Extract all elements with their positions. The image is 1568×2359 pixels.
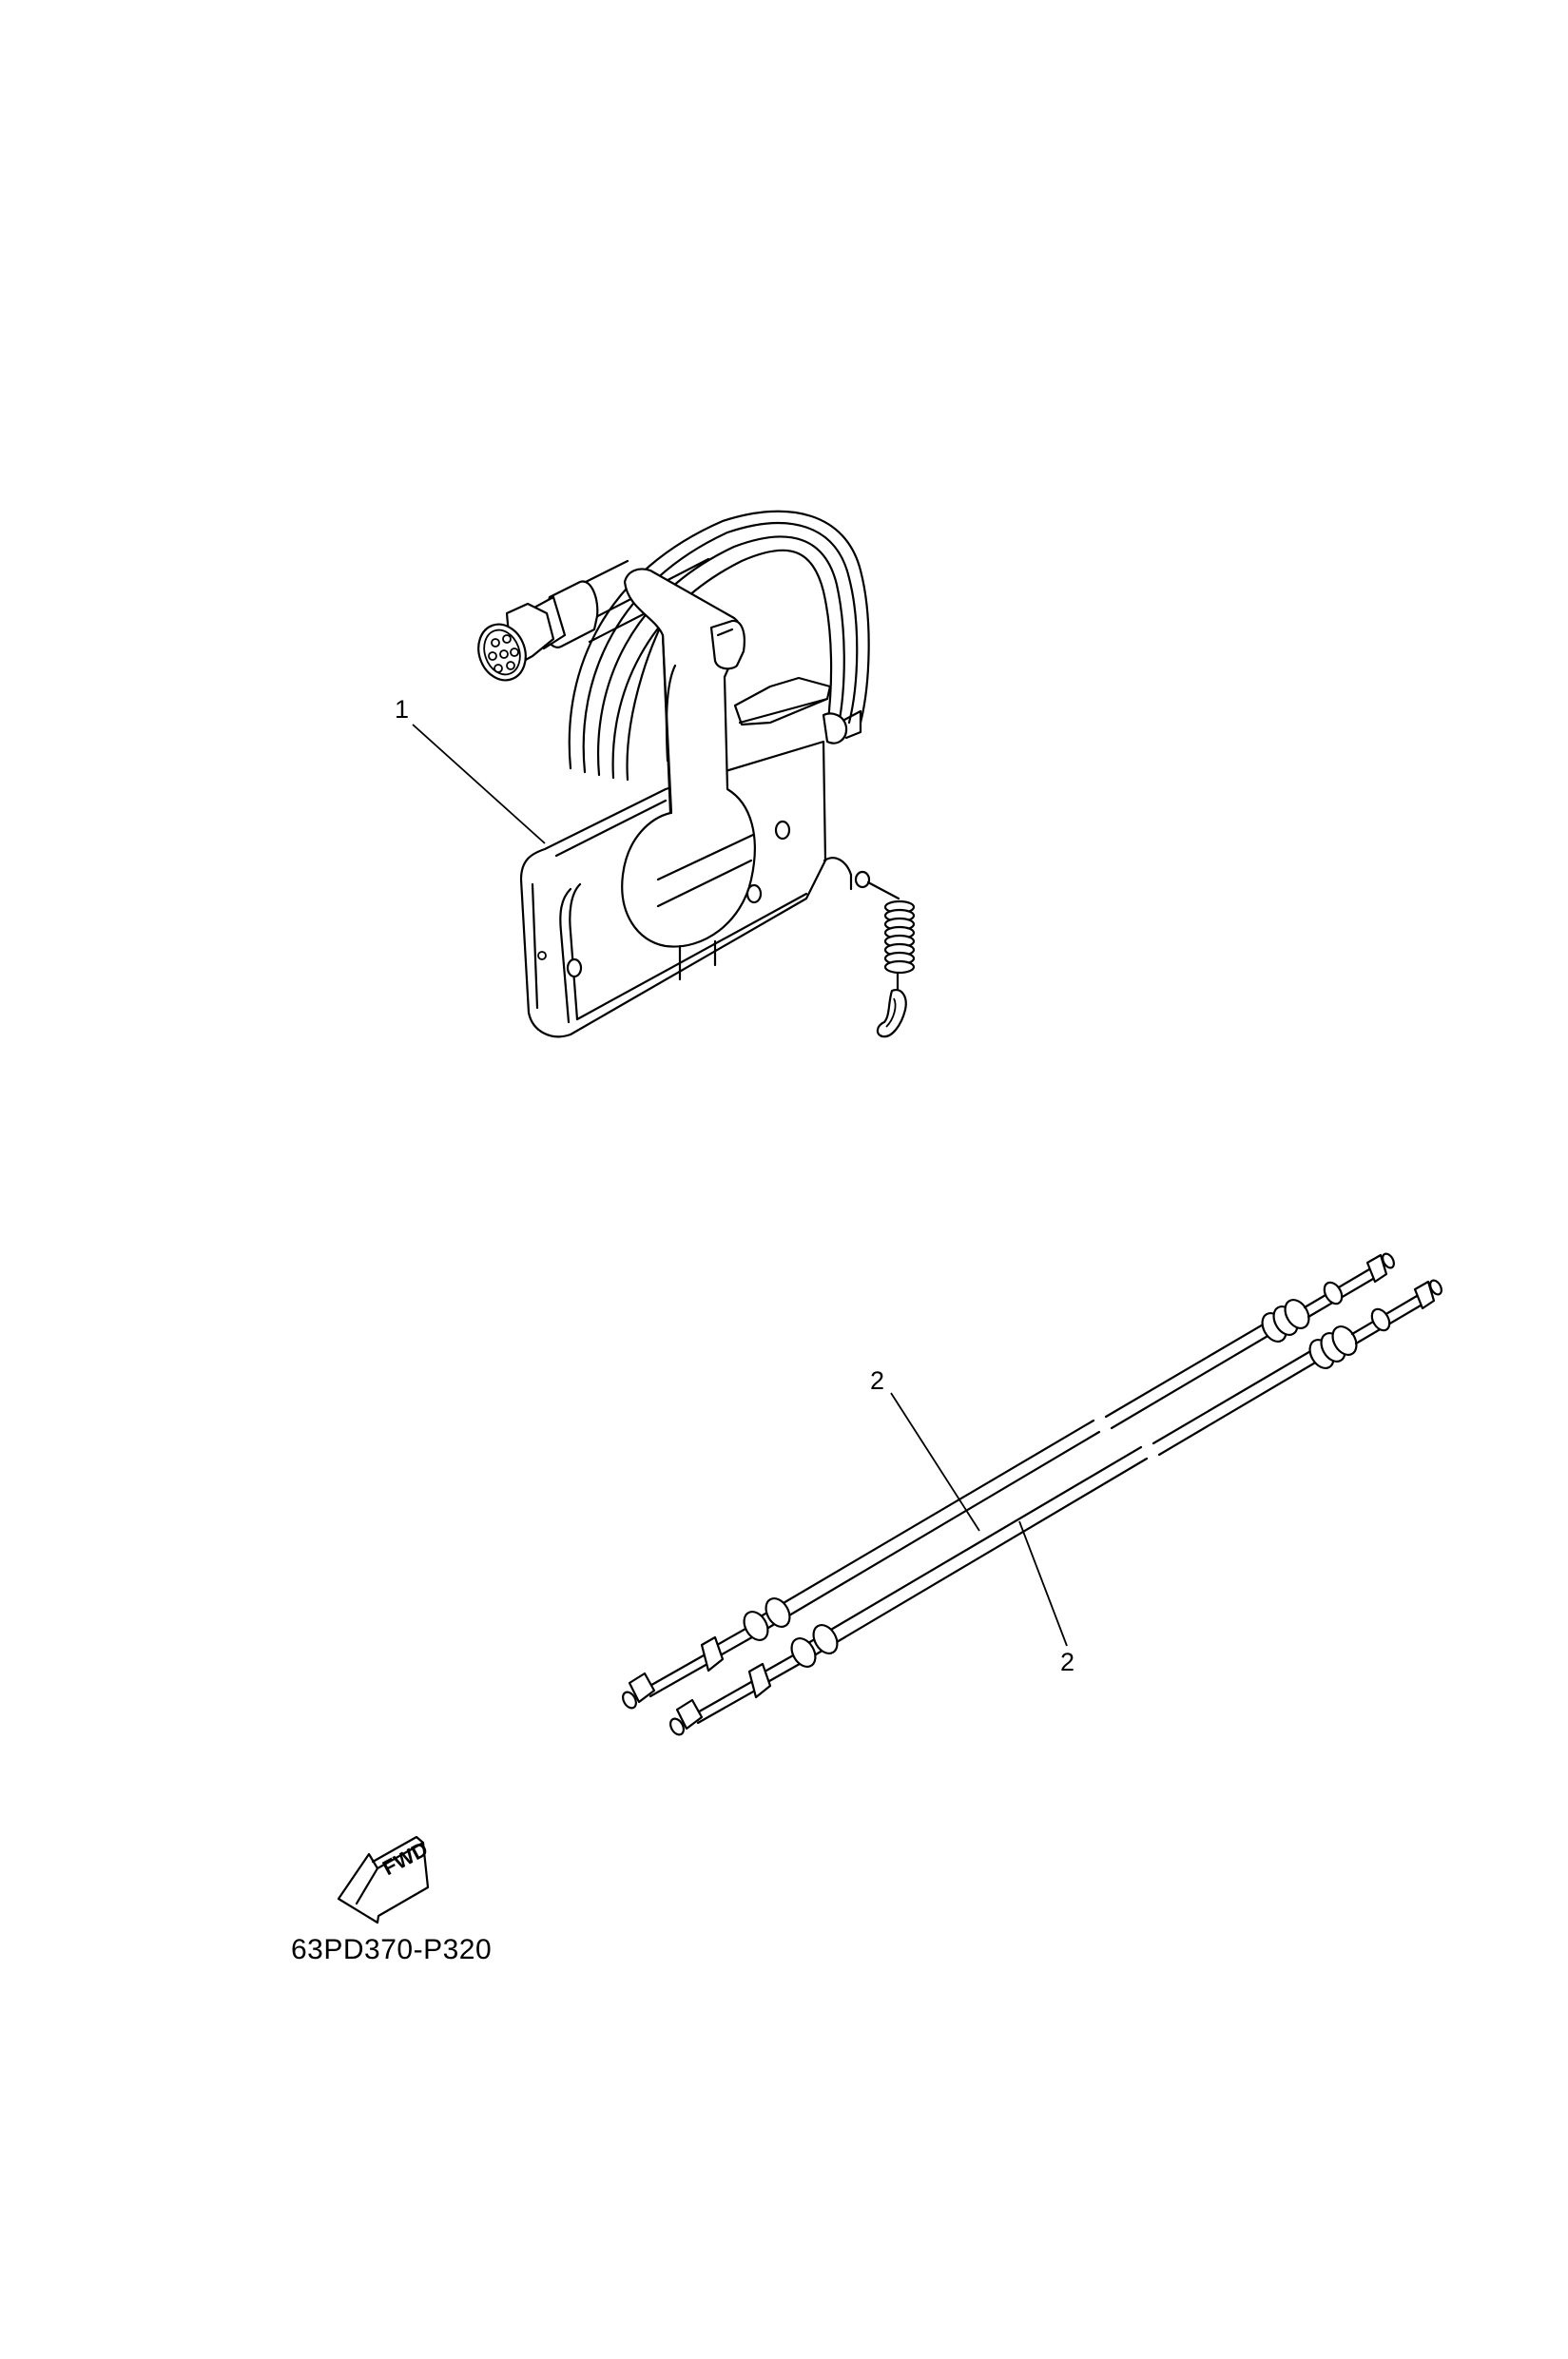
harness-connector bbox=[477, 580, 599, 682]
callout-label-2-upper: 2 bbox=[870, 1366, 885, 1395]
control-cable-upper bbox=[622, 1252, 1395, 1710]
callout-label-1: 1 bbox=[395, 695, 410, 724]
remote-control-box bbox=[477, 510, 916, 1038]
leader-line-2-upper bbox=[890, 1392, 980, 1532]
cable-bracket bbox=[733, 676, 862, 744]
leader-line-2-lower bbox=[1018, 1520, 1068, 1647]
fwd-arrow-icon bbox=[337, 1835, 430, 1924]
callout-label-2-lower: 2 bbox=[1060, 1648, 1075, 1676]
control-lever bbox=[621, 568, 756, 981]
control-cable-lower bbox=[669, 1279, 1442, 1736]
figure-code: 63PD370-P320 bbox=[291, 1934, 493, 1965]
lanyard-spring bbox=[823, 857, 916, 1038]
leader-line-1 bbox=[412, 724, 546, 844]
